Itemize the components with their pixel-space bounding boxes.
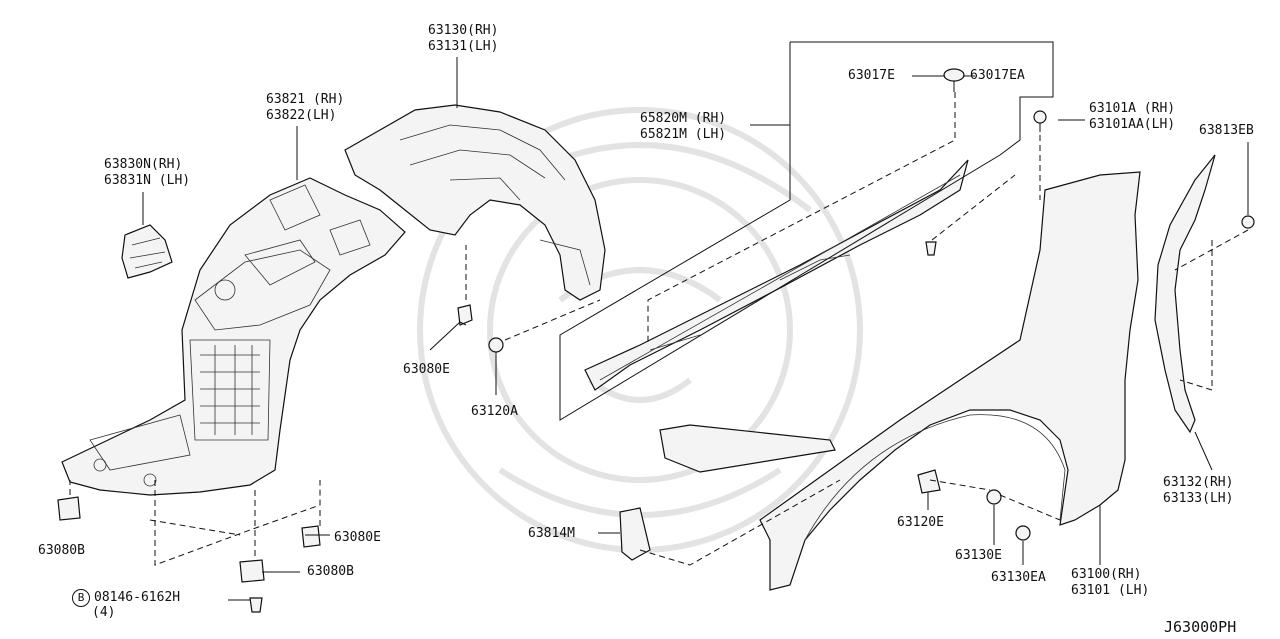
fender-protector-rear-image (344, 104, 606, 301)
label-63017e: 63017E (848, 68, 895, 83)
label-qty-4: (4) (92, 605, 116, 620)
label-63120a: 63120A (471, 404, 518, 419)
clip-63017ea-image (925, 241, 937, 256)
label-63101: 63101 (LH) (1071, 583, 1150, 598)
label-63080b-left: 63080B (38, 543, 85, 558)
clip-63017e-image (943, 68, 965, 92)
label-63821: 63821 (RH) (266, 92, 345, 107)
fender-seal-63132-image (1154, 154, 1216, 434)
rail-65820m-image (584, 159, 969, 391)
label-63101aa: 63101AA(LH) (1089, 117, 1176, 132)
diagram-code: J63000PH (1164, 618, 1237, 636)
clip-63101a-image (1033, 110, 1047, 132)
leader-lines (142, 41, 1249, 601)
front-fender-image (759, 171, 1141, 591)
seal-63814m-image (619, 424, 836, 561)
label-63080b-lower: 63080B (307, 564, 354, 579)
label-63831n: 63831N (LH) (104, 173, 191, 188)
bracket-63830n-image (121, 224, 173, 279)
dashed-guides (69, 92, 1249, 566)
label-08146: 08146-6162H (94, 590, 181, 605)
label-63130: 63130(RH) (428, 23, 499, 38)
label-63130ea: 63130EA (991, 570, 1046, 585)
bolt-marker-b: B (72, 589, 90, 607)
label-63100: 63100(RH) (1071, 567, 1142, 582)
label-63813eb: 63813EB (1199, 123, 1254, 138)
label-63814m: 63814M (528, 526, 575, 541)
clip-63813eb-image (1241, 215, 1255, 229)
label-63132: 63132(RH) (1163, 475, 1234, 490)
label-65821m: 65821M (LH) (640, 127, 727, 142)
label-65820m: 65820M (RH) (640, 111, 727, 126)
label-63080e-lower: 63080E (334, 530, 381, 545)
label-63017ea: 63017EA (970, 68, 1025, 83)
label-63101a: 63101A (RH) (1089, 101, 1176, 116)
label-63130e: 63130E (955, 548, 1002, 563)
label-63080e-upper: 63080E (403, 362, 450, 377)
label-63131: 63131(LH) (428, 39, 499, 54)
label-63822: 63822(LH) (266, 108, 337, 123)
label-63830n: 63830N(RH) (104, 157, 183, 172)
label-63120e: 63120E (897, 515, 944, 530)
label-63133: 63133(LH) (1163, 491, 1234, 506)
fender-protector-front-image (61, 177, 406, 496)
